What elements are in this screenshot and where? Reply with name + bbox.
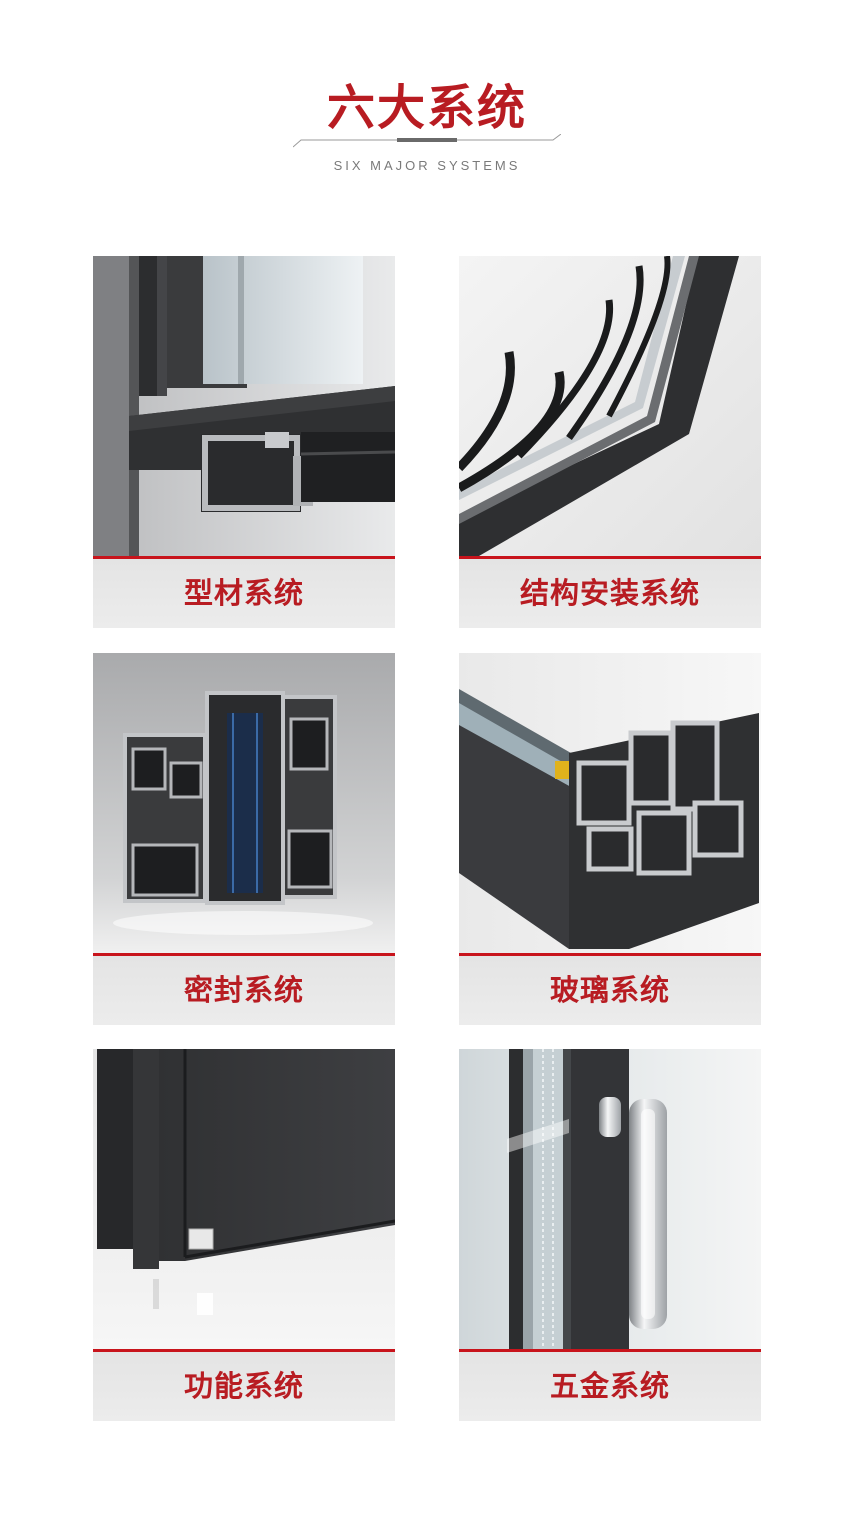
glass-system-image (459, 653, 761, 953)
card-label-background (459, 956, 761, 1025)
card-label-background (459, 1352, 761, 1421)
card-accent-bar (459, 953, 761, 956)
page-subtitle: SIX MAJOR SYSTEMS (333, 158, 521, 173)
profile-system-image (93, 256, 395, 556)
system-card-profile[interactable]: 型材系统 (93, 256, 395, 628)
system-card-hardware[interactable]: 五金系统 (459, 1049, 761, 1421)
hardware-system-image (459, 1049, 761, 1349)
card-accent-bar (93, 556, 395, 559)
seal-system-image (93, 653, 395, 953)
page-header: 六大系统 SIX MAJOR SYSTEMS (0, 0, 854, 200)
card-label-background (93, 1352, 395, 1421)
system-card-structure[interactable]: 结构安装系统 (459, 256, 761, 628)
system-card-seal[interactable]: 密封系统 (93, 653, 395, 1025)
card-label: 密封系统 (183, 973, 304, 1007)
card-label-background (93, 559, 395, 628)
system-card-function[interactable]: 功能系统 (93, 1049, 395, 1421)
card-accent-bar (459, 1349, 761, 1352)
function-system-image (93, 1049, 395, 1349)
card-label: 功能系统 (183, 1369, 304, 1403)
title-divider (293, 134, 561, 148)
card-accent-bar (459, 556, 761, 559)
card-label: 型材系统 (183, 576, 304, 610)
card-label-background (459, 559, 761, 628)
card-label: 五金系统 (549, 1369, 670, 1403)
card-accent-bar (93, 953, 395, 956)
structure-system-image (459, 256, 761, 556)
card-label: 玻璃系统 (549, 973, 670, 1007)
card-label-background (93, 956, 395, 1025)
system-card-glass[interactable]: 玻璃系统 (459, 653, 761, 1025)
page-title: 六大系统 (326, 80, 527, 136)
card-label: 结构安装系统 (519, 576, 700, 610)
card-accent-bar (93, 1349, 395, 1352)
